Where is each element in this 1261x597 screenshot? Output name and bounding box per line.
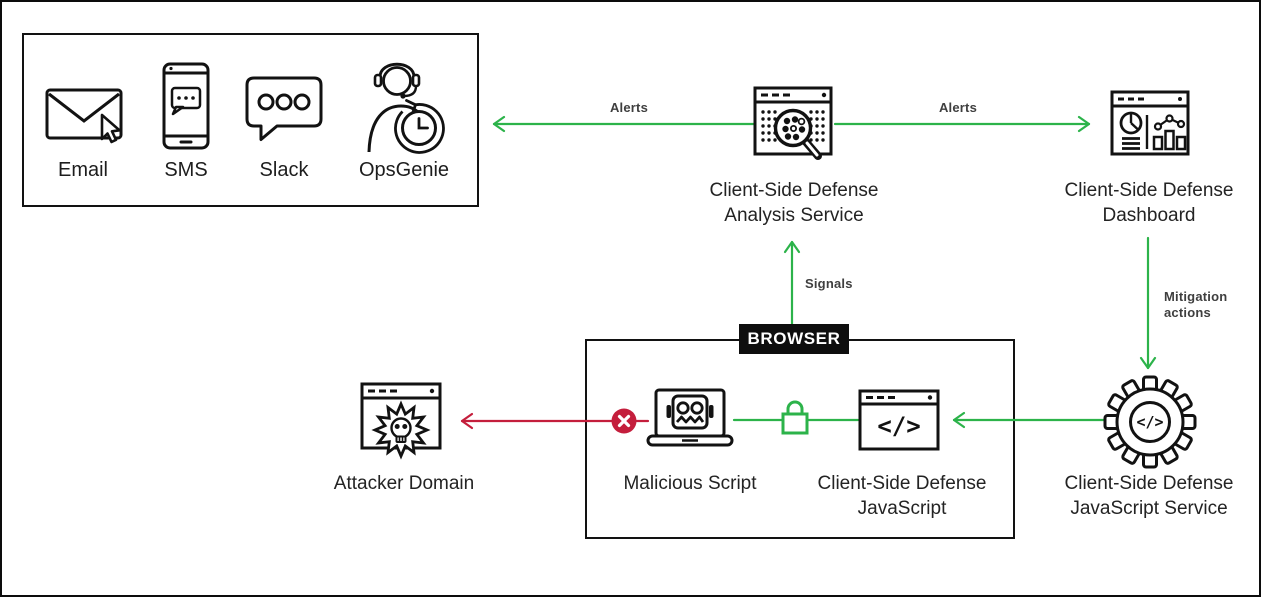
gear-code-icon: </> [1102,374,1198,470]
browser-tag: BROWSER [739,324,849,354]
alerts-left-arrowhead [492,115,506,133]
channel-label-slack: Slack [259,159,309,181]
code-window-glyph: </> [877,412,920,440]
analysis-service-label: Client-Side Defense Analysis Service [710,178,879,228]
javascript-service-label-line1: Client-Side Defense [1064,473,1234,494]
mitigation-arrowhead [1139,356,1157,370]
chat-bubble-icon [245,76,323,142]
malicious-script-label: Malicious Script [623,473,757,494]
scan-analysis-window-icon [753,86,837,174]
alerts-right-label: Alerts [938,100,978,115]
javascript-service-label-line2: JavaScript Service [1070,498,1228,519]
blocked-link-arrowhead [460,412,474,430]
skull-window-icon [360,382,446,462]
analysis-service-label-line2: Analysis Service [724,205,864,226]
signals-arrowhead [783,240,801,254]
phone-sms-icon [162,62,210,150]
dashboard-label-line2: Dashboard [1102,205,1196,226]
csd-javascript-label-line2: JavaScript [857,498,947,519]
email-envelope-cursor-icon [44,86,128,146]
alerts-left-label: Alerts [609,100,649,115]
padlock-icon [779,398,811,438]
mitigation-actions-label-line1: Mitigation [1164,289,1228,304]
dashboard-window-icon [1110,90,1190,162]
channel-label-email: Email [57,159,109,181]
gear-code-glyph: </> [1136,413,1163,431]
dashboard-label-line1: Client-Side Defense [1064,180,1234,201]
robot-laptop-icon [646,388,734,450]
dashboard-label: Client-Side Defense Dashboard [1065,178,1234,228]
mitigation-actions-label: Mitigation actions [1164,289,1227,321]
signals-label: Signals [805,276,853,291]
blocked-x-icon [610,407,638,435]
code-window-icon: </> [858,389,940,451]
support-agent-clock-icon [357,54,447,156]
analysis-service-label-line1: Client-Side Defense [709,180,879,201]
javascript-service-label: Client-Side Defense JavaScript Service [1065,471,1234,521]
channel-label-sms: SMS [164,159,208,181]
channel-label-opsgenie: OpsGenie [358,159,450,181]
csd-javascript-label: Client-Side Defense JavaScript [818,471,987,521]
csd-javascript-label-line1: Client-Side Defense [817,473,987,494]
mitigation-actions-label-line2: actions [1164,305,1211,320]
attacker-domain-label: Attacker Domain [333,473,475,494]
alerts-right-arrowhead [1077,115,1091,133]
